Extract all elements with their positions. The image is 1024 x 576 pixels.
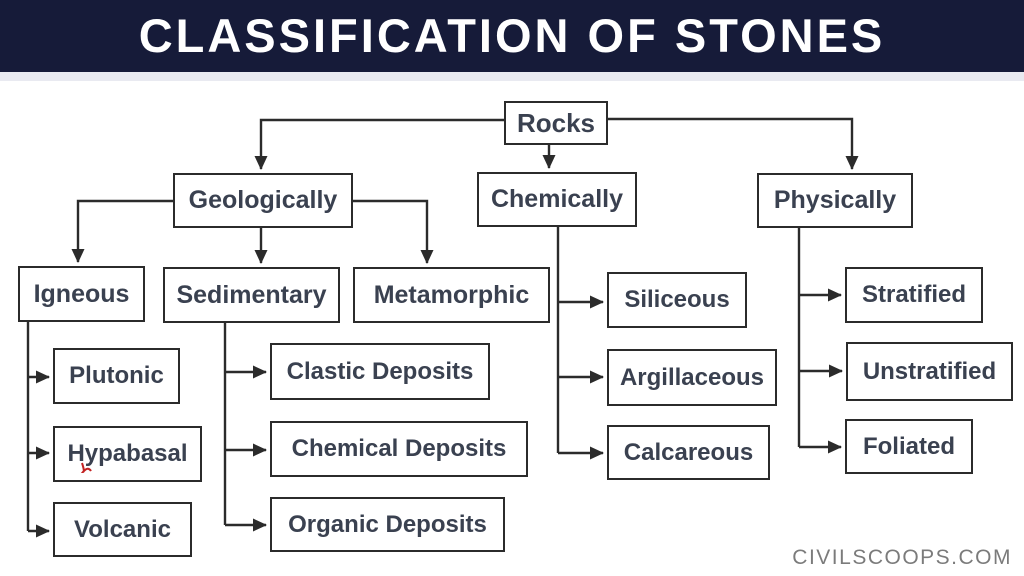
node-geologically: Geologically xyxy=(173,173,353,228)
title-banner: CLASSIFICATION OF STONES xyxy=(0,0,1024,72)
node-physically: Physically xyxy=(757,173,913,228)
node-clastic-deposits: Clastic Deposits xyxy=(270,343,490,400)
node-unstratified: Unstratified xyxy=(846,342,1013,401)
node-plutonic: Plutonic xyxy=(53,348,180,404)
node-siliceous: Siliceous xyxy=(607,272,747,328)
node-volcanic: Volcanic xyxy=(53,502,192,557)
node-hypabasal: Hypabasal xyxy=(53,426,202,482)
node-chemically: Chemically xyxy=(477,172,637,227)
node-foliated: Foliated xyxy=(845,419,973,474)
node-stratified: Stratified xyxy=(845,267,983,323)
node-chemical-deposits: Chemical Deposits xyxy=(270,421,528,477)
banner-divider xyxy=(0,72,1024,81)
node-calcareous: Calcareous xyxy=(607,425,770,480)
node-organic-deposits: Organic Deposits xyxy=(270,497,505,552)
node-sedimentary: Sedimentary xyxy=(163,267,340,323)
page-title: CLASSIFICATION OF STONES xyxy=(138,8,886,62)
node-argillaceous: Argillaceous xyxy=(607,349,777,406)
node-igneous: Igneous xyxy=(18,266,145,322)
watermark-text: CIVILSCOOPS.COM xyxy=(792,546,1012,569)
node-metamorphic: Metamorphic xyxy=(353,267,550,323)
node-rocks: Rocks xyxy=(504,101,608,145)
